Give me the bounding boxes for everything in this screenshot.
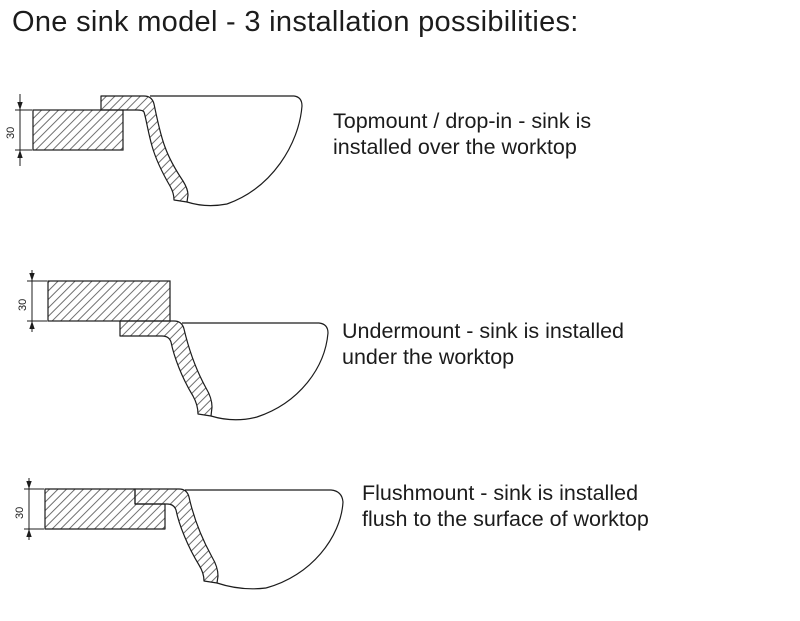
bowl-bottom-line <box>186 201 228 207</box>
bowl-bottom-line <box>210 415 258 421</box>
dimension-arrow-top <box>17 102 23 110</box>
dimension-arrow-bottom <box>17 150 23 158</box>
page-title: One sink model - 3 installation possibil… <box>12 6 579 38</box>
topmount-caption: Topmount / drop-in - sink is installed o… <box>333 109 592 160</box>
dimension-extension-lines <box>15 109 32 151</box>
topmount-diagram: 30 <box>6 94 303 207</box>
bowl-bottom-line <box>216 582 267 590</box>
flushmount-caption: Flushmount - sink is installed flush to … <box>362 481 649 532</box>
sink-wall-section <box>119 320 213 417</box>
bowl-outline <box>185 489 344 589</box>
dimension-arrow-top <box>26 481 32 489</box>
worktop-section <box>47 280 171 322</box>
sink-wall-section <box>134 488 219 584</box>
bowl-outline <box>182 322 329 418</box>
dimension-arrow-bottom <box>26 529 32 537</box>
flushmount-diagram: 30 <box>15 478 344 590</box>
undermount-diagram: 30 <box>18 270 329 421</box>
dimension-label: 30 <box>18 299 29 311</box>
dimension-arrow-top <box>29 273 35 281</box>
undermount-caption: Undermount - sink is installed under the… <box>342 319 625 370</box>
dimension-30 <box>24 478 44 540</box>
dimension-extension-lines <box>24 488 44 530</box>
dimension-extension-lines <box>27 280 47 322</box>
bowl-outline <box>150 95 303 205</box>
dimension-arrow-bottom <box>29 321 35 329</box>
dimension-30 <box>15 94 32 166</box>
dimension-30 <box>27 270 47 332</box>
worktop-section <box>32 109 124 151</box>
dimension-label: 30 <box>15 507 26 519</box>
sink-wall-section <box>100 95 189 203</box>
dimension-label: 30 <box>6 127 17 139</box>
